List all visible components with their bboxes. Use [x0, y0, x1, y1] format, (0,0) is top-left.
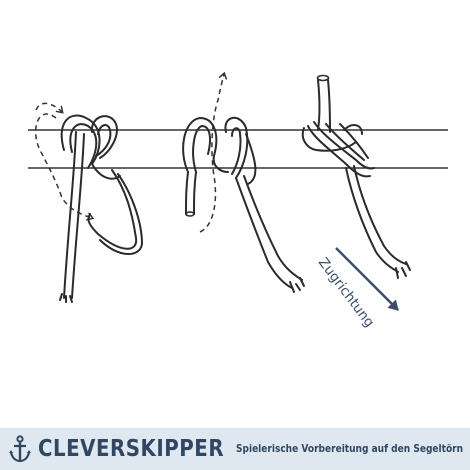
knot-step-1: [34, 102, 143, 303]
pull-direction-indicator: Zugrichtung: [315, 247, 399, 331]
knot-diagram: Zugrichtung: [28, 0, 448, 331]
anchor-icon: [8, 434, 32, 464]
pull-direction-label: Zugrichtung: [315, 255, 378, 331]
knot-step-3: [301, 74, 411, 279]
brand-tagline: Spielerische Vorbereitung auf den Segelt…: [236, 443, 464, 455]
pull-direction-arrow: [335, 247, 399, 311]
brand-footer: CLEVERSKIPPER Spielerische Vorbereitung …: [0, 428, 470, 470]
brand-name: CLEVERSKIPPER: [38, 436, 225, 462]
knot-step-2: [182, 74, 305, 293]
